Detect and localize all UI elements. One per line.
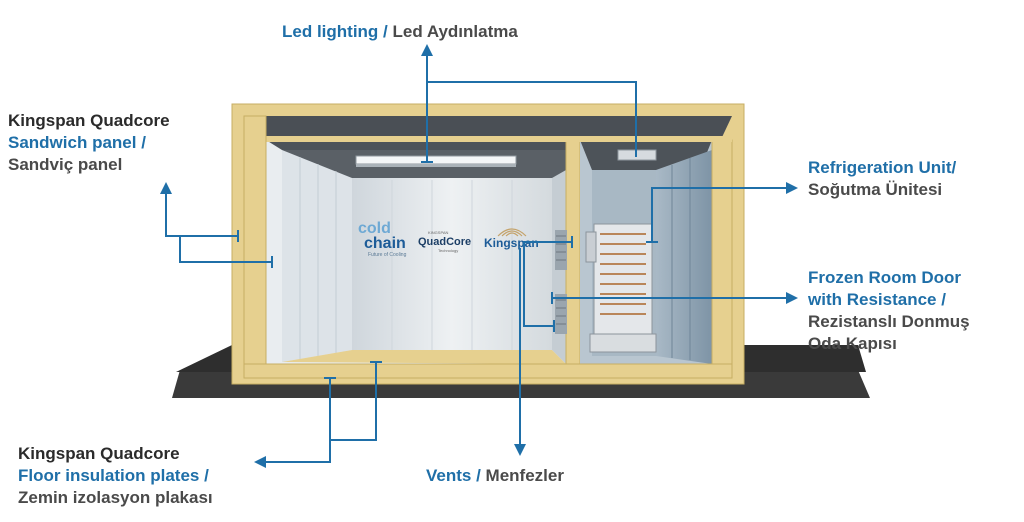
label-led: Led lighting / Led Aydınlatma: [282, 21, 518, 43]
label-refrigeration-en: Refrigeration Unit/: [808, 158, 957, 177]
label-sandwich: Kingspan Quadcore Sandwich panel / Sandv…: [8, 110, 170, 176]
logo-cold: cold: [358, 220, 391, 237]
logo-kingspan: Kingspan: [484, 236, 539, 250]
bottom-sill: [243, 363, 733, 379]
label-led-tr: Led Aydınlatma: [392, 22, 518, 41]
label-vents-tr: Menfezler: [485, 466, 564, 485]
refrigeration-unit: [593, 223, 653, 335]
label-floor-en1: Kingspan Quadcore: [18, 444, 180, 463]
divider-post: [565, 139, 581, 365]
unit-base: [589, 333, 657, 353]
main-floor: [282, 350, 566, 364]
callout-led-branch: [427, 81, 637, 157]
led-fixture: [355, 155, 517, 165]
label-vents: Vents / Menfezler: [426, 465, 564, 487]
label-refrigeration: Refrigeration Unit/ Soğutma Ünitesi: [808, 157, 956, 201]
right-side-wall: [656, 150, 712, 364]
inner-top-beam: [264, 136, 732, 142]
label-door-en2: with Resistance /: [808, 290, 946, 309]
kingspan-emblem-icon: [497, 228, 527, 237]
arrow-sandwich: [160, 182, 172, 194]
left-wall: [282, 150, 352, 362]
label-sandwich-en1: Kingspan Quadcore: [8, 111, 170, 130]
callout-sandwich: [165, 188, 238, 237]
logo-coldchain-tag: Future of Cooling: [368, 252, 407, 258]
label-door: Frozen Room Door with Resistance / Rezis…: [808, 267, 970, 355]
arrow-refrigeration: [786, 182, 798, 194]
arrow-vents: [514, 444, 526, 456]
label-door-en1: Frozen Room Door: [808, 268, 961, 287]
callout-sandwich-b: [179, 236, 272, 263]
arrow-floor: [254, 456, 266, 468]
label-floor-en2: Floor insulation plates /: [18, 466, 209, 485]
label-sandwich-tr: Sandviç panel: [8, 155, 123, 174]
logo-quadcore: QuadCore: [418, 236, 471, 248]
logo-chain: chain: [364, 235, 406, 252]
label-refrigeration-tr: Soğutma Ünitesi: [808, 180, 943, 199]
logo-quadcore-tag: Technology: [438, 248, 458, 253]
callout-refrigeration: [651, 187, 790, 242]
label-sandwich-en2: Sandwich panel /: [8, 133, 146, 152]
callout-floor: [262, 378, 331, 463]
logo-quadcore-small: KINGSPAN: [428, 230, 448, 235]
callout-vents: [523, 241, 572, 327]
arrow-led: [421, 44, 433, 56]
label-led-en: Led lighting /: [282, 22, 388, 41]
arrow-door: [786, 292, 798, 304]
left-frame-post: [243, 115, 267, 379]
label-floor: Kingspan Quadcore Floor insulation plate…: [18, 443, 213, 509]
label-door-tr2: Oda Kapısı: [808, 334, 897, 353]
right-frame-post: [711, 139, 733, 377]
back-wall: [352, 178, 552, 350]
callout-floor-b: [330, 362, 377, 441]
label-floor-tr: Zemin izolasyon plakası: [18, 488, 213, 507]
label-door-tr1: Rezistanslı Donmuş: [808, 312, 970, 331]
label-vents-en: Vents /: [426, 466, 481, 485]
